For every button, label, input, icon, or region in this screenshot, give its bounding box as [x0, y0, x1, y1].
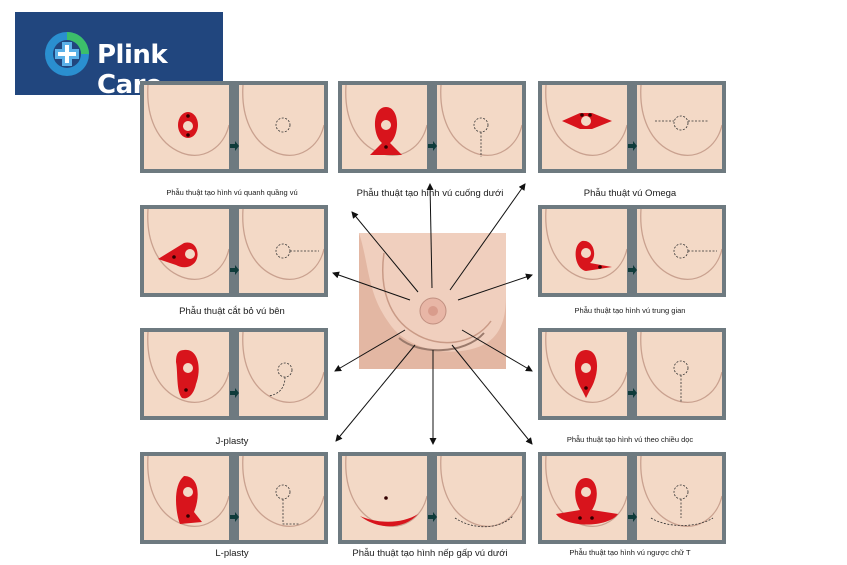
- before-illustration: [542, 85, 627, 169]
- after-illustration: [637, 85, 722, 169]
- technique-panel: [140, 328, 328, 420]
- technique-label: Phẫu thuật tạo hình vú quanh quầng vú: [166, 188, 298, 197]
- before-illustration: [542, 332, 627, 416]
- arrow-right-icon: [628, 388, 637, 398]
- arrow-right-icon: [230, 512, 239, 522]
- technique-label: Phẫu thuật cắt bỏ vú bên: [179, 306, 285, 317]
- technique-label: L-plasty: [215, 548, 249, 559]
- technique-panel: [538, 81, 726, 173]
- arrow-right-icon: [428, 141, 437, 151]
- after-illustration: [437, 456, 522, 540]
- technique-arrow: [334, 329, 406, 372]
- arrow-right-icon: [230, 141, 239, 151]
- before-illustration: [144, 209, 229, 293]
- after-illustration: [239, 332, 324, 416]
- arrow-right-icon: [628, 512, 637, 522]
- technique-label: Phẫu thuật tạo hình vú trung gian: [574, 306, 686, 315]
- before-illustration: [144, 332, 229, 416]
- before-illustration: [542, 456, 627, 540]
- technique-label: Phẫu thuật tạo hình vú ngược chữ T: [569, 548, 691, 557]
- technique-arrow: [451, 344, 533, 445]
- technique-panel: [538, 452, 726, 544]
- technique-panel: [140, 81, 328, 173]
- cross-plus-icon: [45, 32, 89, 76]
- after-illustration: [239, 456, 324, 540]
- after-illustration: [637, 332, 722, 416]
- arrow-right-icon: [428, 512, 437, 522]
- after-illustration: [239, 209, 324, 293]
- arrow-right-icon: [230, 388, 239, 398]
- technique-panel: [140, 205, 328, 297]
- technique-arrow: [332, 271, 411, 301]
- before-illustration: [144, 456, 229, 540]
- arrow-right-icon: [628, 265, 637, 275]
- after-illustration: [437, 85, 522, 169]
- arrow-right-icon: [628, 141, 637, 151]
- arrow-right-icon: [230, 265, 239, 275]
- after-illustration: [637, 209, 722, 293]
- after-illustration: [239, 85, 324, 169]
- technique-arrow: [457, 273, 533, 301]
- technique-label: J-plasty: [215, 436, 249, 447]
- technique-panel: [338, 452, 526, 544]
- after-illustration: [637, 456, 722, 540]
- technique-arrow: [426, 183, 434, 289]
- before-illustration: [542, 209, 627, 293]
- before-illustration: [342, 456, 427, 540]
- technique-panel: [538, 205, 726, 297]
- technique-panel: [338, 81, 526, 173]
- technique-arrow: [335, 344, 416, 442]
- technique-arrow: [449, 183, 526, 291]
- technique-panel: [140, 452, 328, 544]
- technique-arrow: [351, 211, 419, 293]
- technique-label: Phẫu thuật tạo hình nếp gấp vú dưới: [352, 548, 508, 559]
- technique-panel: [538, 328, 726, 420]
- before-illustration: [144, 85, 229, 169]
- technique-arrow: [461, 329, 533, 372]
- technique-label: Phẫu thuật tạo hình vú theo chiều dọc: [566, 435, 694, 444]
- before-illustration: [342, 85, 427, 169]
- technique-label: Phẫu thuật vú Omega: [583, 188, 677, 199]
